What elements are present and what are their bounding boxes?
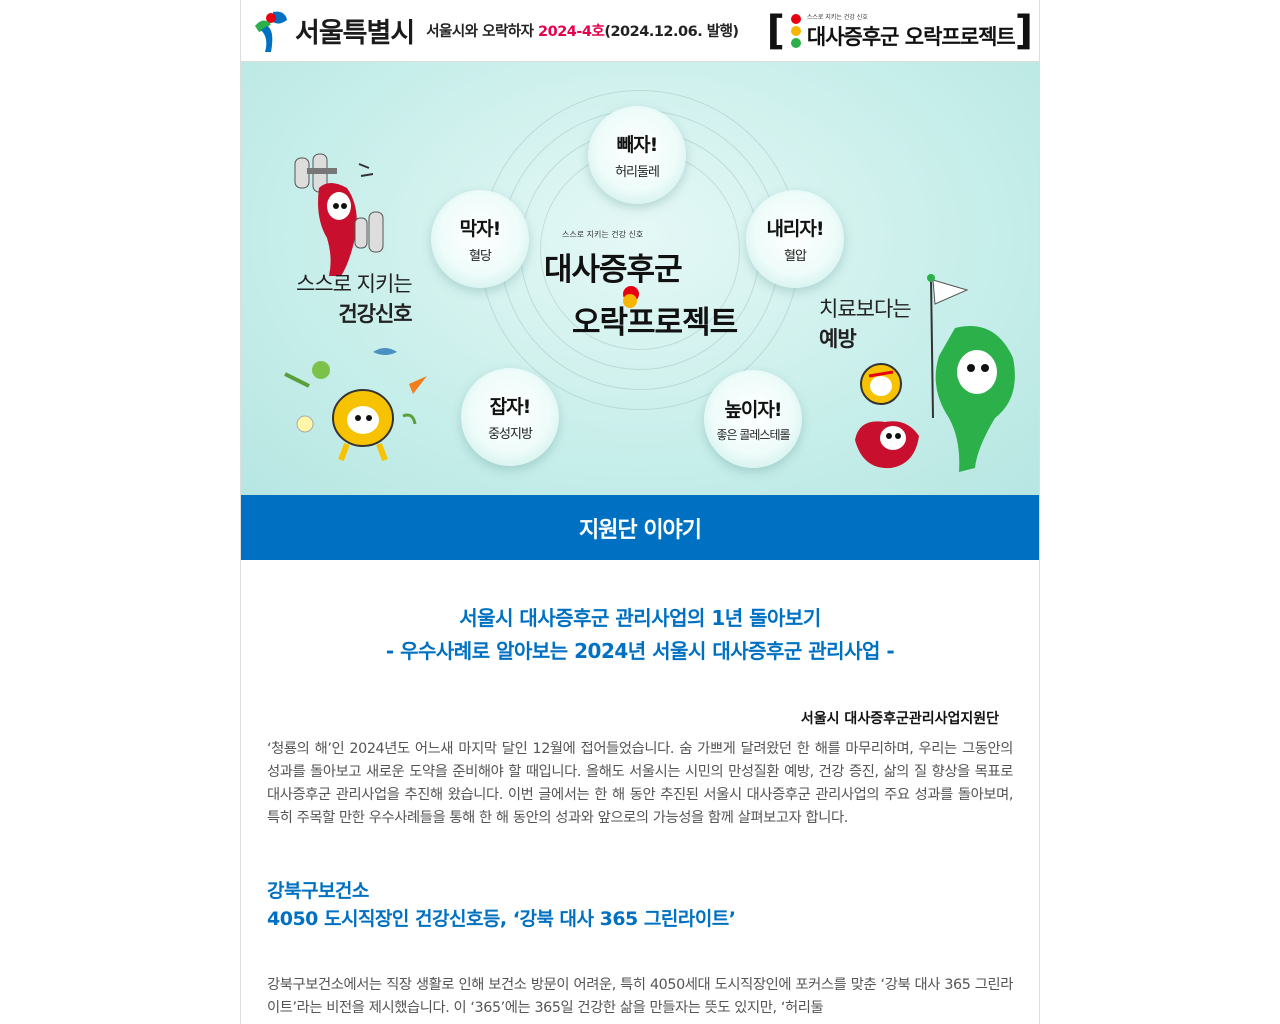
issue-info: 서울시와 오락하자 2024-4호(2024.12.06. 발행) [426,20,739,41]
newsletter-page: 서울특별시 서울시와 오락하자 2024-4호(2024.12.06. 발행) … [240,0,1040,1024]
case-title: 4050 도시직장인 건강신호등, ‘강북 대사 365 그린라이트’ [267,908,736,931]
right-slogan: 치료보다는 예방 [819,297,912,352]
section-header-band: 지원단 이야기 [241,495,1039,560]
center-logo-line2: 오락프로젝트 [572,305,738,341]
case-organization: 강북구보건소 [267,879,369,902]
green-mascot-flag-icon [855,274,1015,472]
bubble-triglyceride: 잡자! 중성지방 [461,368,559,466]
seoul-logo[interactable]: 서울특별시 [249,6,415,56]
center-project-logo: 스스로 지키는 건강 신호 대사증후군 오락프로젝트 [544,229,754,342]
article-author: 서울시 대사증후군관리사업지원단 [800,711,999,727]
article-intro-paragraph: ‘청룡의 해’인 2024년도 어느새 마지막 달인 12월에 접어들었습니다.… [267,741,1013,827]
section-title: 지원단 이야기 [578,517,702,543]
project-logo[interactable]: [ 스스로 지키는 건강 신호 대사증후군 오락프로젝트 ] [767,8,1033,54]
bubble-blood-pressure: 내리자! 혈압 [746,190,844,288]
article-title: 서울시 대사증후군 관리사업의 1년 돌아보기 - 우수사례로 알아보는 202… [385,606,895,663]
project-title: 대사증후군 오락프로젝트 [806,24,1016,49]
left-slogan: 스스로 지키는 건강신호 [296,272,413,327]
yellow-mascot-vegetables-icon [284,348,427,462]
hero-banner: 빼자! 허리둘레 내리자! 혈압 높이자! 좋은 콜레스테롤 잡자! 중성지방 … [241,62,1039,495]
red-mascot-dumbbell-icon [294,153,384,276]
newsletter-header: 서울특별시 서울시와 오락하자 2024-4호(2024.12.06. 발행) … [241,0,1039,62]
bracket-right-icon: ] [1014,8,1033,54]
yellow-dot-icon [623,294,637,308]
case-heading: 강북구보건소 4050 도시직장인 건강신호등, ‘강북 대사 365 그린라이… [267,877,1013,934]
case-body-paragraph: 강북구보건소에서는 직장 생활로 인해 보건소 방문이 어려운, 특히 4050… [267,976,1013,1016]
traffic-light-icon [790,14,801,48]
project-tagline: 스스로 지키는 건강 신호 [806,13,868,21]
bubble-blood-sugar: 막자! 혈당 [431,190,529,288]
issue-number: 2024-4호 [538,24,605,40]
issue-prefix: 서울시와 오락하자 [426,24,539,40]
bubble-cholesterol: 높이자! 좋은 콜레스테롤 [704,370,802,468]
city-name: 서울특별시 [295,18,415,49]
bracket-left-icon: [ [766,8,785,54]
bubble-waist: 빼자! 허리둘레 [588,106,686,204]
seoul-logo-icon [249,8,293,54]
center-logo-line1: 대사증후군 [544,252,683,288]
article-content: 서울시 대사증후군 관리사업의 1년 돌아보기 - 우수사례로 알아보는 202… [241,602,1039,1020]
issue-date: (2024.12.06. 발행) [604,24,739,40]
